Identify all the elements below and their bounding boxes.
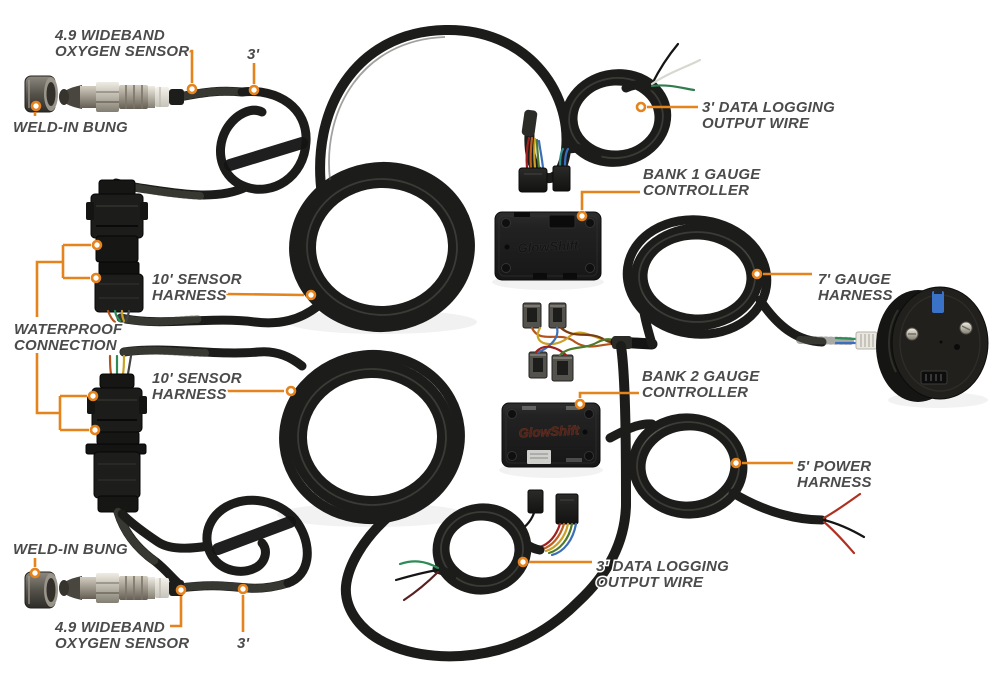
label-datalog-bottom-1: 3' DATA LOGGING xyxy=(596,558,729,575)
data-logging-wire-bottom xyxy=(394,489,579,602)
label-gauge-harness-2: HARNESS xyxy=(818,287,893,304)
callout-dot-waterproof-4 xyxy=(89,424,101,436)
label-datalog-top-1: 3' DATA LOGGING xyxy=(702,99,835,116)
callout-dot-waterproof-1 xyxy=(91,239,103,251)
datalog-bottom-small-connector xyxy=(527,489,544,514)
waterproof-connector-pair-2 xyxy=(85,354,147,513)
bank1-logo: GlowShift xyxy=(517,237,579,255)
tangled-wires xyxy=(530,326,622,357)
label-power-2: HARNESS xyxy=(797,474,872,491)
callout-dot-bung-bottom xyxy=(29,567,41,579)
labels: 4.9 WIDEBAND OXYGEN SENSOR 3' WELD-IN BU… xyxy=(12,26,895,654)
label-datalog-bottom-2: OUTPUT WIRE xyxy=(596,574,704,591)
label-weld-bung-bottom: WELD-IN BUNG xyxy=(13,541,128,558)
callout-dot-waterproof-3 xyxy=(87,390,99,402)
label-sensor-bottom-1: 4.9 WIDEBAND xyxy=(54,619,165,636)
bank2-logo: GlowShift xyxy=(518,422,580,440)
gauge-back xyxy=(876,286,989,402)
harness1-ribbon-wires xyxy=(525,136,545,170)
callout-dot-harness2 xyxy=(285,385,297,397)
callout-dot-3ft-bottom xyxy=(237,583,249,595)
weld-in-bung-bottom xyxy=(24,571,59,609)
waterproof-connector-pair-1 xyxy=(86,179,148,324)
bank2-controller: GlowShift xyxy=(501,402,601,468)
gauge-blue-connector xyxy=(932,291,944,313)
label-bank2-1: BANK 2 GAUGE xyxy=(642,368,760,385)
label-3ft-top: 3' xyxy=(247,46,260,63)
callout-dot-datalog-bottom xyxy=(517,556,529,568)
label-harness1-2: HARNESS xyxy=(152,287,227,304)
sensor-assembly-top xyxy=(24,75,311,200)
pair1-wires xyxy=(106,309,131,324)
label-datalog-top-2: OUTPUT WIRE xyxy=(702,115,810,132)
datalog-bottom-connector xyxy=(555,493,579,525)
callouts xyxy=(29,49,812,632)
gauge-screw-right xyxy=(959,321,973,335)
label-gauge-harness-1: 7' GAUGE xyxy=(818,271,891,288)
sensor-harness-1 xyxy=(116,24,572,333)
gauge-plug-connector xyxy=(855,331,878,350)
label-3ft-bottom: 3' xyxy=(237,635,250,652)
label-bank1-1: BANK 1 GAUGE xyxy=(643,166,761,183)
bank1-controller: GlowShift xyxy=(494,211,602,281)
stripped-wires-top xyxy=(650,42,702,92)
callout-bank2 xyxy=(578,391,639,398)
sensor-harness-2 xyxy=(119,341,632,662)
callout-sensor-top xyxy=(181,49,194,83)
callout-dot-waterproof-2 xyxy=(90,272,102,284)
label-waterproof-2: CONNECTION xyxy=(14,337,118,354)
callout-dot-gauge-harness xyxy=(751,268,763,280)
gauge-screw-left xyxy=(905,327,919,341)
power-wires xyxy=(822,492,866,555)
callout-harness1 xyxy=(225,292,305,297)
daisy-chain-connectors xyxy=(522,302,574,382)
datalog-bottom-ribbon xyxy=(538,522,578,557)
callout-dot-power xyxy=(730,457,742,469)
datalog-top-connector xyxy=(552,165,571,192)
callout-bank1 xyxy=(580,190,640,210)
label-bank1-2: CONTROLLER xyxy=(643,182,749,199)
spec-sticker xyxy=(527,450,551,464)
callout-dot-sensor-bottom xyxy=(175,584,187,596)
label-bank2-2: CONTROLLER xyxy=(642,384,748,401)
label-sensor-bottom-2: OXYGEN SENSOR xyxy=(55,635,189,652)
callout-dot-3ft-top xyxy=(248,84,260,96)
oxygen-sensor-top xyxy=(58,81,185,113)
label-harness1-1: 10' SENSOR xyxy=(152,271,242,288)
stripped-wires-bottom xyxy=(394,560,440,602)
callout-dot-sensor-top xyxy=(186,83,198,95)
heat-shrink xyxy=(521,109,538,137)
callout-sensor-bottom xyxy=(170,596,183,628)
harness1-controller-connector xyxy=(518,167,548,193)
label-sensor-top-1: 4.9 WIDEBAND xyxy=(54,27,165,44)
callout-waterproof-bottom xyxy=(35,353,89,432)
callout-dot-bank2 xyxy=(574,398,586,410)
pair2-wires xyxy=(108,354,133,376)
callout-dot-datalog-top xyxy=(635,101,647,113)
label-waterproof-1: WATERPROOF xyxy=(14,321,123,338)
oxygen-sensor-bottom xyxy=(58,572,185,604)
callout-waterproof-top xyxy=(35,243,91,317)
label-harness2-2: HARNESS xyxy=(152,386,227,403)
label-sensor-top-2: OXYGEN SENSOR xyxy=(55,43,189,60)
label-weld-bung-top: WELD-IN BUNG xyxy=(13,119,128,136)
sensor-assembly-bottom xyxy=(24,495,312,609)
label-harness2-1: 10' SENSOR xyxy=(152,370,242,387)
label-power-1: 5' POWER xyxy=(797,458,871,475)
callout-dot-harness1 xyxy=(305,289,317,301)
callout-dot-bank1 xyxy=(576,210,588,222)
gauge-bottom-port xyxy=(920,370,948,385)
weld-in-bung-top xyxy=(24,75,59,113)
callout-dot-bung-top xyxy=(30,100,42,112)
